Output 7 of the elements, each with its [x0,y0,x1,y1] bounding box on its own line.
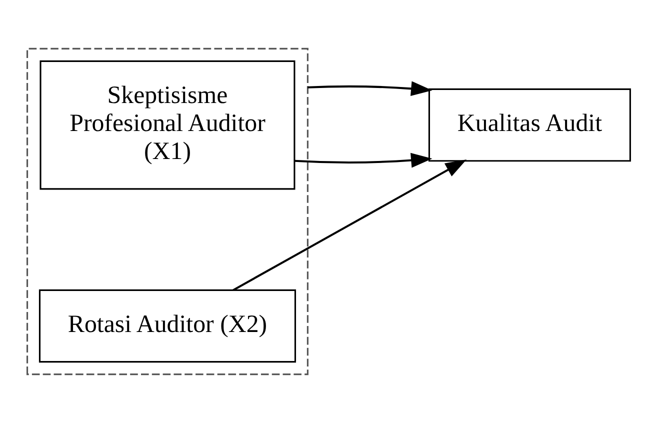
arrow [294,152,432,168]
arrow [232,160,467,291]
node-box: Kualitas Audit [428,88,631,162]
arrow [308,81,432,96]
node-box: Skeptisisme Profesional Auditor (X1) [40,60,296,190]
node-box: Rotasi Auditor (X2) [38,289,296,363]
cluster [26,48,308,376]
